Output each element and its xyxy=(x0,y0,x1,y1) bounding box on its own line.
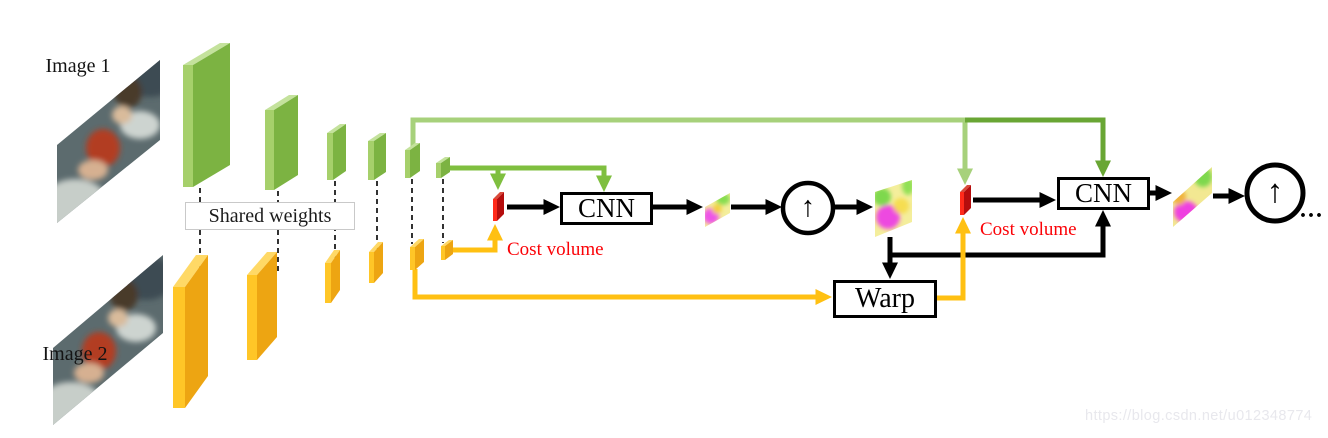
cost-volume-block-1 xyxy=(493,192,504,221)
green-block-1 xyxy=(183,43,230,187)
feature-pyramid-green xyxy=(183,43,450,190)
yellow-block-2 xyxy=(247,252,277,360)
yellow-level5-to-warp xyxy=(412,269,832,305)
flow-field-3 xyxy=(1173,167,1212,227)
green-block-3 xyxy=(327,124,346,180)
yellow-block-6 xyxy=(441,240,453,260)
warp-label: Warp xyxy=(855,283,915,314)
upsample-circle-2 xyxy=(1244,162,1306,224)
flow-field-1 xyxy=(705,193,730,227)
image2-label: Image 2 xyxy=(42,343,108,365)
upsample-icon: ↑ xyxy=(800,191,816,223)
cnn-box-2: CNN xyxy=(1057,177,1150,210)
feature-pyramid-yellow xyxy=(173,239,453,408)
warp-into-costvolume2 xyxy=(937,217,971,301)
yellow-block-3 xyxy=(325,250,340,303)
shared-weights-label: Shared weights xyxy=(208,204,332,227)
skip-green-to-cnn2 xyxy=(965,117,1112,177)
cnn-box-1: CNN xyxy=(560,192,653,225)
cnn-label-2: CNN xyxy=(1074,178,1132,208)
skip-green-level5-to-costvolume2 xyxy=(410,117,974,185)
shared-weights-box: Shared weights xyxy=(185,202,355,230)
upsample-icon: ↑ xyxy=(1266,174,1284,210)
ellipsis-text: ... xyxy=(1300,197,1324,223)
green-block-2 xyxy=(265,95,298,190)
warp-box: Warp xyxy=(833,280,937,318)
green-block-4 xyxy=(368,133,386,180)
yellow-block-5 xyxy=(410,239,424,270)
image1-label: Image 1 xyxy=(45,55,111,77)
upsample-circle-1 xyxy=(780,180,836,236)
yellow-block-4 xyxy=(369,242,383,283)
cost-volume-block-2 xyxy=(960,185,971,215)
cost-volume-label-2: Cost volume xyxy=(980,219,1077,240)
flow-field-2 xyxy=(875,180,912,237)
green-level6-line xyxy=(448,165,613,192)
shared-weights-dashed-links xyxy=(199,179,444,283)
yellow-level6-into-costvolume1 xyxy=(451,224,503,253)
green-block-5 xyxy=(405,143,420,178)
yellow-block-1 xyxy=(173,255,208,408)
green-block-6 xyxy=(436,157,450,178)
cnn-label-1: CNN xyxy=(577,193,635,223)
cost-volume-label-1: Cost volume xyxy=(507,239,604,260)
watermark-text: https://blog.csdn.net/u012348774 xyxy=(1085,408,1313,424)
